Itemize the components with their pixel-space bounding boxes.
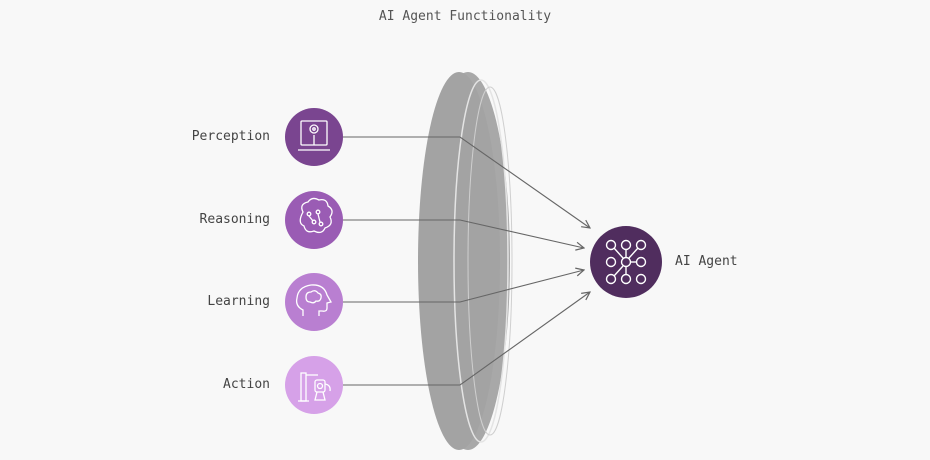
- input-label-learning: Learning: [207, 294, 270, 309]
- brain-circuit-icon: [299, 197, 333, 234]
- network-nodes-icon: [605, 239, 647, 285]
- node-learning: [285, 273, 343, 331]
- connector-lines: [343, 136, 590, 386]
- node-action: [285, 356, 343, 414]
- connector-learning: [343, 270, 584, 303]
- connector-perception: [343, 136, 590, 228]
- input-label-perception: Perception: [191, 129, 270, 144]
- input-label-action: Action: [223, 377, 270, 392]
- node-reasoning: [285, 191, 343, 249]
- connector-action: [343, 292, 590, 386]
- robot-arm-icon: [298, 372, 331, 402]
- node-perception: [285, 108, 343, 166]
- output-label-ai-agent: AI Agent: [675, 254, 738, 269]
- head-brain-icon: [295, 284, 332, 316]
- lens-disc: [418, 72, 513, 450]
- picture-frame-icon: [298, 120, 330, 151]
- node-ai-agent: [590, 226, 662, 298]
- input-label-reasoning: Reasoning: [199, 212, 270, 227]
- diagram-title: AI Agent Functionality: [378, 9, 552, 24]
- connector-reasoning: [343, 219, 584, 248]
